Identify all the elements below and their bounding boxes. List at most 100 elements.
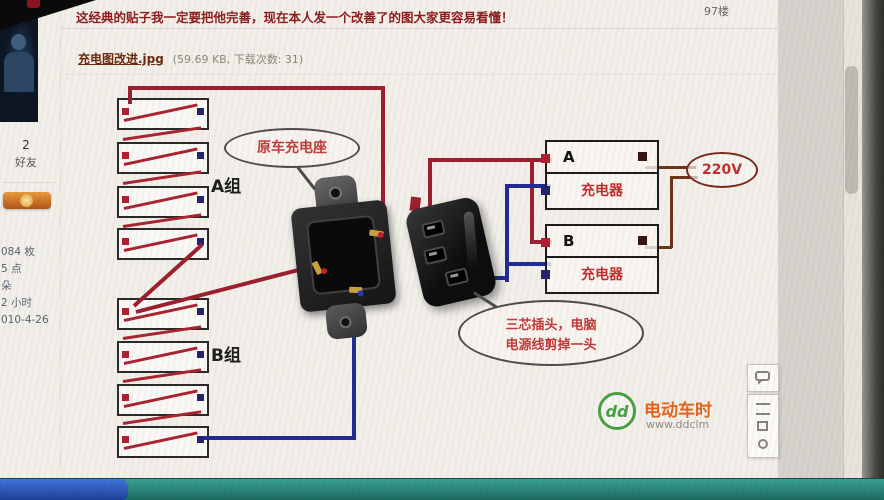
wire-red-plug-rise [428,158,432,214]
medal-icon [3,192,51,209]
cell-terminal-red [122,196,129,203]
user-avatar[interactable] [0,6,38,122]
chat-bubble-icon [758,380,763,385]
cell-diagonal-wire [123,103,198,122]
start-button[interactable] [0,479,128,500]
solder-dot-red [377,231,384,239]
plug-hole [444,267,470,287]
wire-blue-branch [505,184,509,282]
stat-line: 010-4-26 [1,314,49,326]
charger-b-letter: B [563,232,575,250]
wire-red-to-charger-a [428,158,552,162]
socket-callout-bubble: 原车充电座 [224,128,360,168]
stat-line: 朵 [1,280,12,292]
attachment-meta: (59.69 KB, 下载次数: 31) [172,53,304,66]
monitor-logo [27,0,40,8]
cell-diagonal-wire [123,431,198,450]
charger-a-header: A [547,142,657,174]
power-plug-photo [392,185,512,320]
battery-cell [117,98,209,130]
battery-cell [117,228,209,260]
post-message: 这经典的贴子我一定要把他完善，现在本人发一个改善了的图大家更容易看懂！ [76,10,514,25]
cell-diagonal-wire [123,147,198,166]
plug-callout-line2: 电源线剪掉一头 [505,337,597,353]
cell-diagonal-wire [123,191,198,210]
avatar-figure [4,52,34,92]
cell-terminal-red [122,238,129,245]
screen-edge-shadow [862,0,884,478]
charger-terminal-red [541,154,550,163]
sidebar-divider [60,0,61,470]
wire-blue-to-charger-a [505,184,551,188]
cell-terminal-blue [197,238,204,245]
solder-dot-blue [357,290,364,297]
cell-diagonal-wire [123,389,198,408]
top-icon [758,439,768,449]
cell-terminal-blue [197,351,204,358]
group-b-label: B组 [211,346,241,366]
cell-terminal-blue [197,196,204,203]
stat-line: 2 小时 [1,297,33,309]
group-a-label: A组 [211,177,242,197]
chat-bubble-icon [755,371,770,381]
scrollbar-thumb[interactable] [845,66,858,194]
cell-terminal-red [122,351,129,358]
charger-a-letter: A [563,148,575,166]
plug-hole [420,219,446,239]
cell-terminal-blue [197,394,204,401]
charger-a-box: A 充电器 [541,140,659,210]
divider [2,182,56,183]
socket-recess [305,214,382,296]
cell-diagonal-wire [123,233,198,252]
stat-line: 5 点 [1,263,22,275]
user-stats: 084 枚 5 点 朵 2 小时 010-4-26 [1,244,49,329]
plug-body [403,195,499,310]
charging-socket-photo [280,171,409,350]
wire-mains-charger-a [645,166,696,169]
plug-hole [422,245,448,266]
cell-diagonal-wire [123,346,198,365]
wire-red-to-socket [381,86,385,236]
cell-terminal-red [122,152,129,159]
floor-number-link[interactable]: 97楼 [704,5,729,18]
wire-mains-riser [670,176,673,248]
battery-cell [117,186,209,218]
charger-b-header: B [547,226,657,258]
cell-terminal-red [122,308,129,315]
taskbar [0,478,884,500]
charger-terminal-blue [541,186,550,195]
wire-red-top-drop [128,86,132,104]
cell-terminal-blue [197,308,204,315]
battery-cell [117,341,209,373]
cell-terminal-blue [197,152,204,159]
wire-red-branch-down [530,158,534,244]
plug-highlight [463,211,479,270]
cell-terminal-blue [197,436,204,443]
attachment-link[interactable]: 充电图改进.jpg [78,52,164,66]
charger-b-label: 充电器 [581,267,623,283]
wire-blue-to-charger-b [505,262,551,266]
charger-b-box: B 充电器 [541,224,659,294]
wire-mains-join [670,176,698,179]
qrcode-icon [757,421,768,431]
feedback-widget-button[interactable] [747,364,779,392]
voltage-ellipse: 220V [686,152,758,188]
medal-gem-icon [20,194,33,207]
plug-callout-line1: 三芯插头，电脑 [505,317,597,333]
socket-body [290,199,397,313]
stat-line: 084 枚 [1,246,35,258]
friends-count: 2 [22,138,30,152]
cell-terminal-red [122,436,129,443]
charger-a-label: 充电器 [581,183,623,199]
cell-terminal-red [122,108,129,115]
charger-terminal-blue [541,270,550,279]
friends-label[interactable]: 好友 [15,156,37,169]
avatar-figure [11,34,26,50]
battery-cell [117,142,209,174]
divider [60,28,778,29]
side-toolbar[interactable] [747,394,779,458]
cell-terminal-red [122,394,129,401]
